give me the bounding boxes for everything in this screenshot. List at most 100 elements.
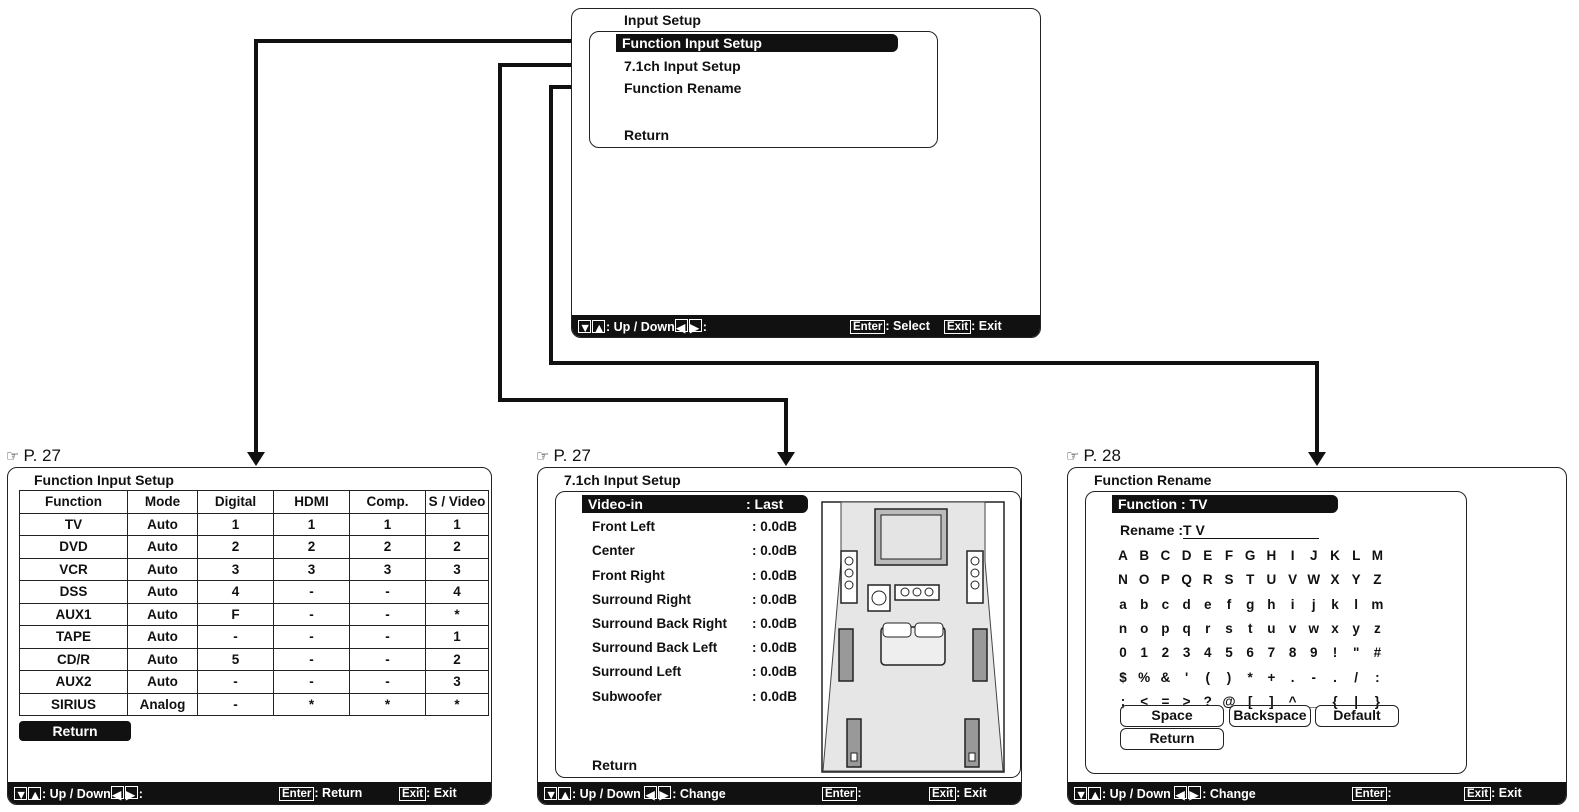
character-key[interactable]: = (1161, 693, 1170, 709)
character-key[interactable]: 8 (1288, 645, 1297, 661)
character-key[interactable]: J (1310, 548, 1318, 563)
character-key[interactable]: r (1205, 620, 1211, 636)
character-key[interactable]: z (1374, 620, 1381, 636)
character-key[interactable]: a (1119, 596, 1127, 612)
character-key[interactable]: ; (1120, 693, 1126, 709)
character-key[interactable]: S (1224, 572, 1234, 588)
character-key[interactable]: g (1246, 596, 1255, 612)
character-key[interactable]: 4 (1204, 645, 1212, 661)
character-key[interactable]: w (1308, 620, 1320, 636)
character-key[interactable]: d (1182, 596, 1191, 612)
menu-item-function-input-setup[interactable]: Function Input Setup (616, 34, 898, 52)
channel-level-row[interactable]: Surround Back Right: 0.0dB (592, 616, 812, 631)
character-key[interactable]: ) (1226, 669, 1232, 685)
channel-level-row[interactable]: Subwoofer: 0.0dB (592, 689, 812, 704)
character-key[interactable]: E (1203, 548, 1213, 563)
character-key[interactable]: ' (1184, 669, 1189, 685)
menu-item-71ch-input-setup[interactable]: 7.1ch Input Setup (624, 58, 741, 74)
character-key[interactable]: f (1226, 596, 1232, 612)
character-key[interactable]: j (1311, 596, 1316, 612)
character-key[interactable]: O (1138, 572, 1150, 588)
character-key[interactable]: + (1267, 669, 1276, 685)
channel-level-row[interactable]: Surround Left: 0.0dB (592, 664, 812, 679)
channel-level-row[interactable]: Front Left: 0.0dB (592, 519, 812, 534)
character-key[interactable]: h (1267, 596, 1276, 612)
character-key[interactable]: | (1354, 693, 1359, 709)
character-key[interactable]: I (1290, 548, 1295, 563)
character-key[interactable]: i (1290, 596, 1295, 612)
character-key[interactable]: R (1202, 572, 1213, 588)
character-key[interactable]: D (1181, 548, 1192, 563)
character-key[interactable]: t (1247, 620, 1253, 636)
menu-item-return[interactable]: Return (592, 757, 638, 773)
character-key[interactable]: . (1333, 669, 1337, 685)
character-key[interactable]: 7 (1267, 645, 1276, 661)
character-key[interactable]: X (1330, 572, 1340, 588)
character-key[interactable]: B (1139, 548, 1150, 563)
character-key[interactable]: . (1290, 669, 1295, 685)
return-button[interactable]: Return (1120, 728, 1224, 750)
character-key[interactable]: C (1160, 548, 1171, 563)
character-key[interactable]: m (1371, 596, 1384, 612)
menu-item-return[interactable]: Return (624, 127, 670, 143)
character-key[interactable]: 3 (1182, 645, 1191, 661)
character-key[interactable]: p (1161, 620, 1170, 636)
character-key[interactable]: ] (1269, 693, 1274, 709)
character-key[interactable]: 0 (1119, 645, 1127, 661)
character-key[interactable]: ^ (1288, 693, 1297, 709)
menu-item-function-rename[interactable]: Function Rename (624, 80, 742, 96)
character-key[interactable]: A (1118, 548, 1128, 563)
character-key[interactable]: % (1138, 669, 1151, 685)
character-key[interactable]: s (1225, 620, 1233, 636)
channel-level-row[interactable]: Surround Back Left: 0.0dB (592, 640, 812, 655)
character-key[interactable]: G (1244, 548, 1256, 563)
character-key[interactable]: ? (1203, 693, 1212, 709)
character-key[interactable]: l (1354, 596, 1359, 612)
character-key[interactable]: V (1288, 572, 1298, 588)
character-key[interactable]: k (1331, 596, 1339, 612)
backspace-button[interactable]: Backspace (1229, 705, 1311, 727)
channel-level-row[interactable]: Front Right: 0.0dB (592, 568, 812, 583)
character-key[interactable]: H (1266, 548, 1277, 563)
character-key[interactable]: U (1266, 572, 1277, 588)
row-video-in[interactable]: Video-in : Last (582, 495, 808, 513)
character-key[interactable]: W (1307, 572, 1321, 588)
character-key[interactable]: ( (1205, 669, 1211, 685)
character-key[interactable]: n (1118, 620, 1128, 636)
character-key[interactable]: b (1140, 596, 1149, 612)
character-key[interactable]: 9 (1310, 645, 1318, 661)
character-key[interactable]: v (1288, 620, 1297, 636)
character-key[interactable]: o (1140, 620, 1149, 636)
rename-field[interactable]: Rename :T V (1120, 522, 1320, 539)
channel-level-row[interactable]: Center: 0.0dB (592, 543, 812, 558)
character-key[interactable]: P (1160, 572, 1170, 588)
function-selector[interactable]: Function : TV (1112, 495, 1338, 513)
character-key[interactable]: K (1330, 548, 1340, 563)
default-button[interactable]: Default (1315, 705, 1399, 727)
character-key[interactable]: c (1161, 596, 1170, 612)
character-key[interactable]: T (1246, 572, 1255, 588)
character-key[interactable]: Z (1373, 572, 1382, 588)
character-key[interactable]: _ (1310, 693, 1318, 709)
channel-level-row[interactable]: Surround Right: 0.0dB (592, 592, 812, 607)
character-key[interactable]: - (1311, 669, 1317, 685)
character-key[interactable]: / (1354, 669, 1359, 685)
character-key[interactable]: # (1373, 645, 1382, 661)
character-key[interactable]: 1 (1140, 645, 1148, 661)
character-key[interactable]: M (1371, 548, 1384, 563)
character-key[interactable]: 2 (1161, 645, 1170, 661)
character-key[interactable]: > (1182, 693, 1191, 709)
character-key[interactable]: { (1332, 693, 1338, 709)
character-key[interactable]: $ (1119, 669, 1127, 685)
character-key[interactable]: y (1352, 620, 1360, 636)
character-key[interactable]: u (1267, 620, 1276, 636)
character-key[interactable]: Y (1351, 572, 1361, 588)
character-key[interactable]: < (1140, 693, 1149, 709)
